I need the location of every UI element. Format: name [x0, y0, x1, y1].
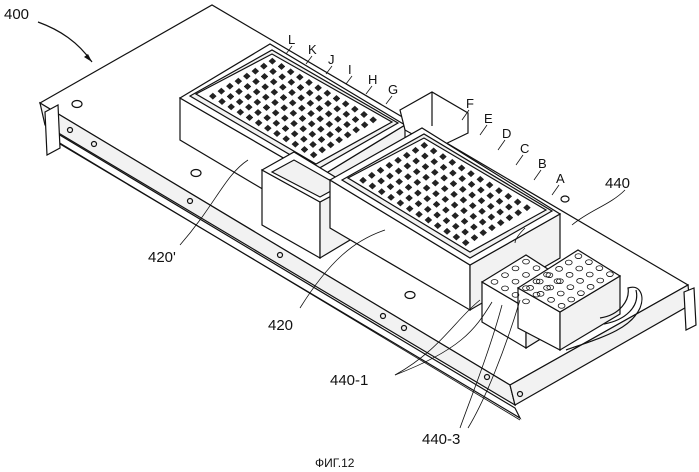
column-label: H	[368, 72, 377, 87]
column-leader	[326, 66, 332, 74]
column-label: B	[538, 156, 547, 171]
column-label: D	[502, 126, 511, 141]
label-assembly: 400	[4, 6, 29, 23]
column-leader	[480, 125, 487, 135]
figure-caption: ФИГ.12	[315, 456, 355, 470]
column-leader	[498, 140, 505, 150]
column-label: C	[520, 141, 529, 156]
column-leader	[552, 185, 559, 195]
label-tube-rack: 440	[605, 175, 630, 192]
column-leader	[346, 76, 352, 84]
label-rack-part-1: 440-1	[330, 372, 368, 389]
column-leader	[386, 96, 392, 104]
column-label: I	[348, 62, 352, 77]
column-leader	[516, 155, 523, 165]
column-label: J	[328, 52, 335, 67]
label-rack-part-3: 440-3	[422, 431, 460, 448]
column-label: E	[484, 111, 493, 126]
label-holder-front: 420	[268, 317, 293, 334]
column-leader	[534, 170, 541, 180]
column-label: F	[466, 96, 474, 111]
column-label: A	[556, 171, 565, 186]
column-label: L	[288, 32, 295, 47]
label-holder-back: 420'	[148, 249, 176, 266]
column-label: K	[308, 42, 317, 57]
column-leader	[366, 86, 372, 94]
column-label: G	[388, 82, 398, 97]
